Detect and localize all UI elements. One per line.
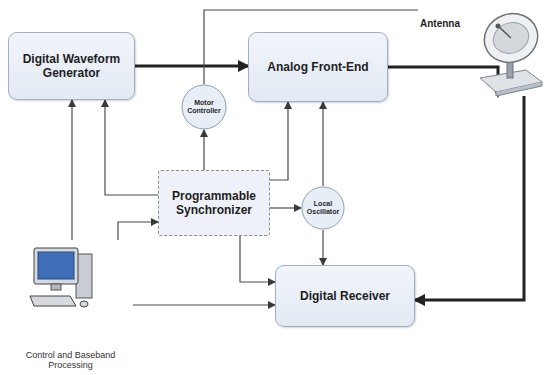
computer-figure: Control and Baseband Processing (8, 240, 133, 372)
signal-arrow (135, 65, 248, 68)
circle-label: Local Oscillator (305, 200, 341, 216)
box-label: Analog Front-End (267, 60, 368, 74)
oscillator-circle: Local Oscillator (301, 186, 345, 230)
signal-arrow (415, 96, 524, 300)
synchronizer-box: Programmable Synchronizer (158, 170, 270, 236)
box-label: Digital Receiver (300, 289, 390, 303)
antenna-figure: Antenna (418, 4, 543, 96)
computer-label: Control and Baseband Processing (25, 350, 117, 370)
box-label: Digital Waveform Generator (15, 52, 128, 80)
control-line (71, 100, 72, 240)
antenna-dish-icon (418, 4, 543, 96)
process-box: Analog Front-End (248, 32, 388, 102)
control-line (133, 304, 275, 305)
control-line (240, 236, 275, 282)
control-line (118, 222, 158, 240)
antenna-label: Antenna (420, 18, 460, 29)
control-line (270, 102, 288, 180)
control-line (322, 230, 323, 265)
circle-label: Motor Controller (186, 99, 222, 115)
box-label: Programmable Synchronizer (165, 189, 263, 217)
process-box: Digital Waveform Generator (8, 32, 135, 100)
control-line (270, 207, 301, 208)
control-line (105, 100, 158, 195)
signal-arrow (388, 67, 498, 96)
process-box: Digital Receiver (275, 265, 415, 327)
control-line (203, 130, 204, 170)
controller-circle: Motor Controller (181, 84, 227, 130)
control-line (322, 102, 323, 186)
